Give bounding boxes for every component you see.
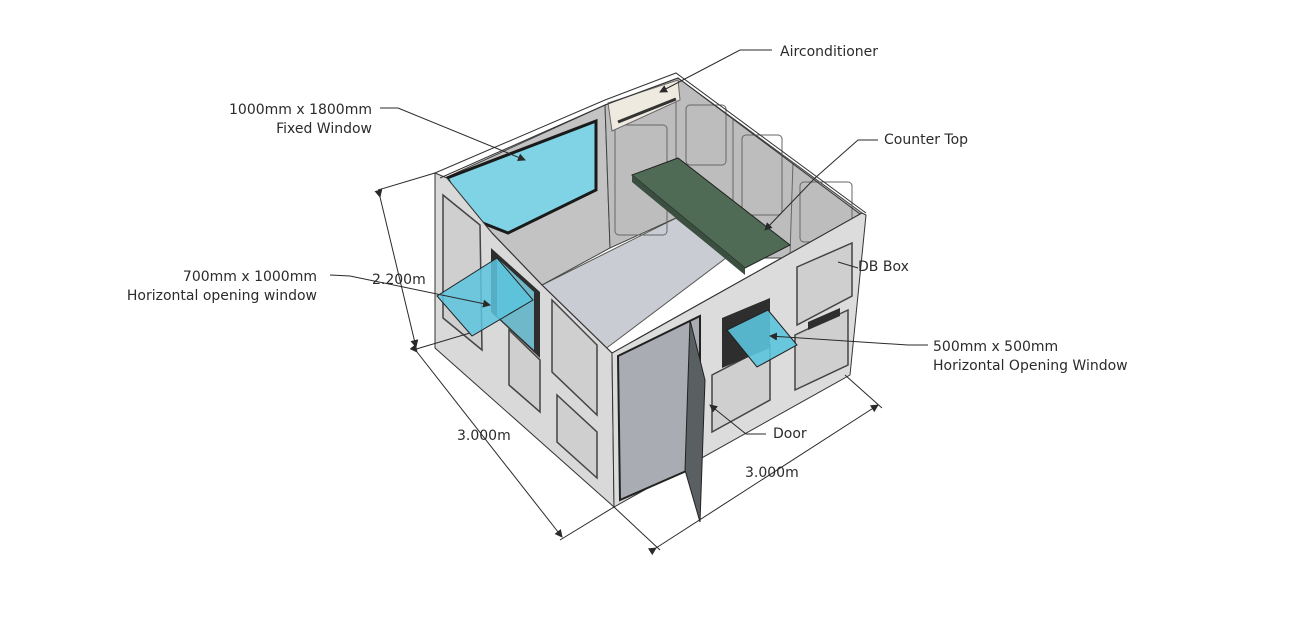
small-window-open-sash bbox=[726, 309, 798, 368]
fixed-window-size-label: 1000mm x 1800mm bbox=[229, 102, 372, 118]
door-label: Door bbox=[773, 426, 807, 442]
counter-top-label: Counter Top bbox=[884, 132, 969, 148]
db-box bbox=[808, 308, 840, 330]
top-trim bbox=[434, 72, 867, 354]
horizontal-window-open-sash bbox=[436, 257, 534, 337]
height-dimension-label: 2.200m bbox=[372, 272, 426, 288]
fixed-window-name-label: Fixed Window bbox=[276, 121, 372, 137]
aircon-label: Airconditioner bbox=[780, 44, 879, 60]
h-window-name-label: Horizontal opening window bbox=[126, 288, 317, 304]
small-window-name-label: Horizontal Opening Window bbox=[933, 358, 1128, 374]
counter-front bbox=[632, 175, 745, 275]
db-box-label: DB Box bbox=[858, 259, 909, 275]
h-window-size-label: 700mm x 1000mm bbox=[182, 269, 317, 285]
dimension-lines bbox=[374, 172, 883, 556]
small-window-size-label: 500mm x 500mm bbox=[933, 339, 1059, 355]
aircon-vent bbox=[617, 97, 677, 124]
right-dimension-label: 3.000m bbox=[745, 465, 799, 481]
left-dimension-label: 3.000m bbox=[457, 428, 511, 444]
